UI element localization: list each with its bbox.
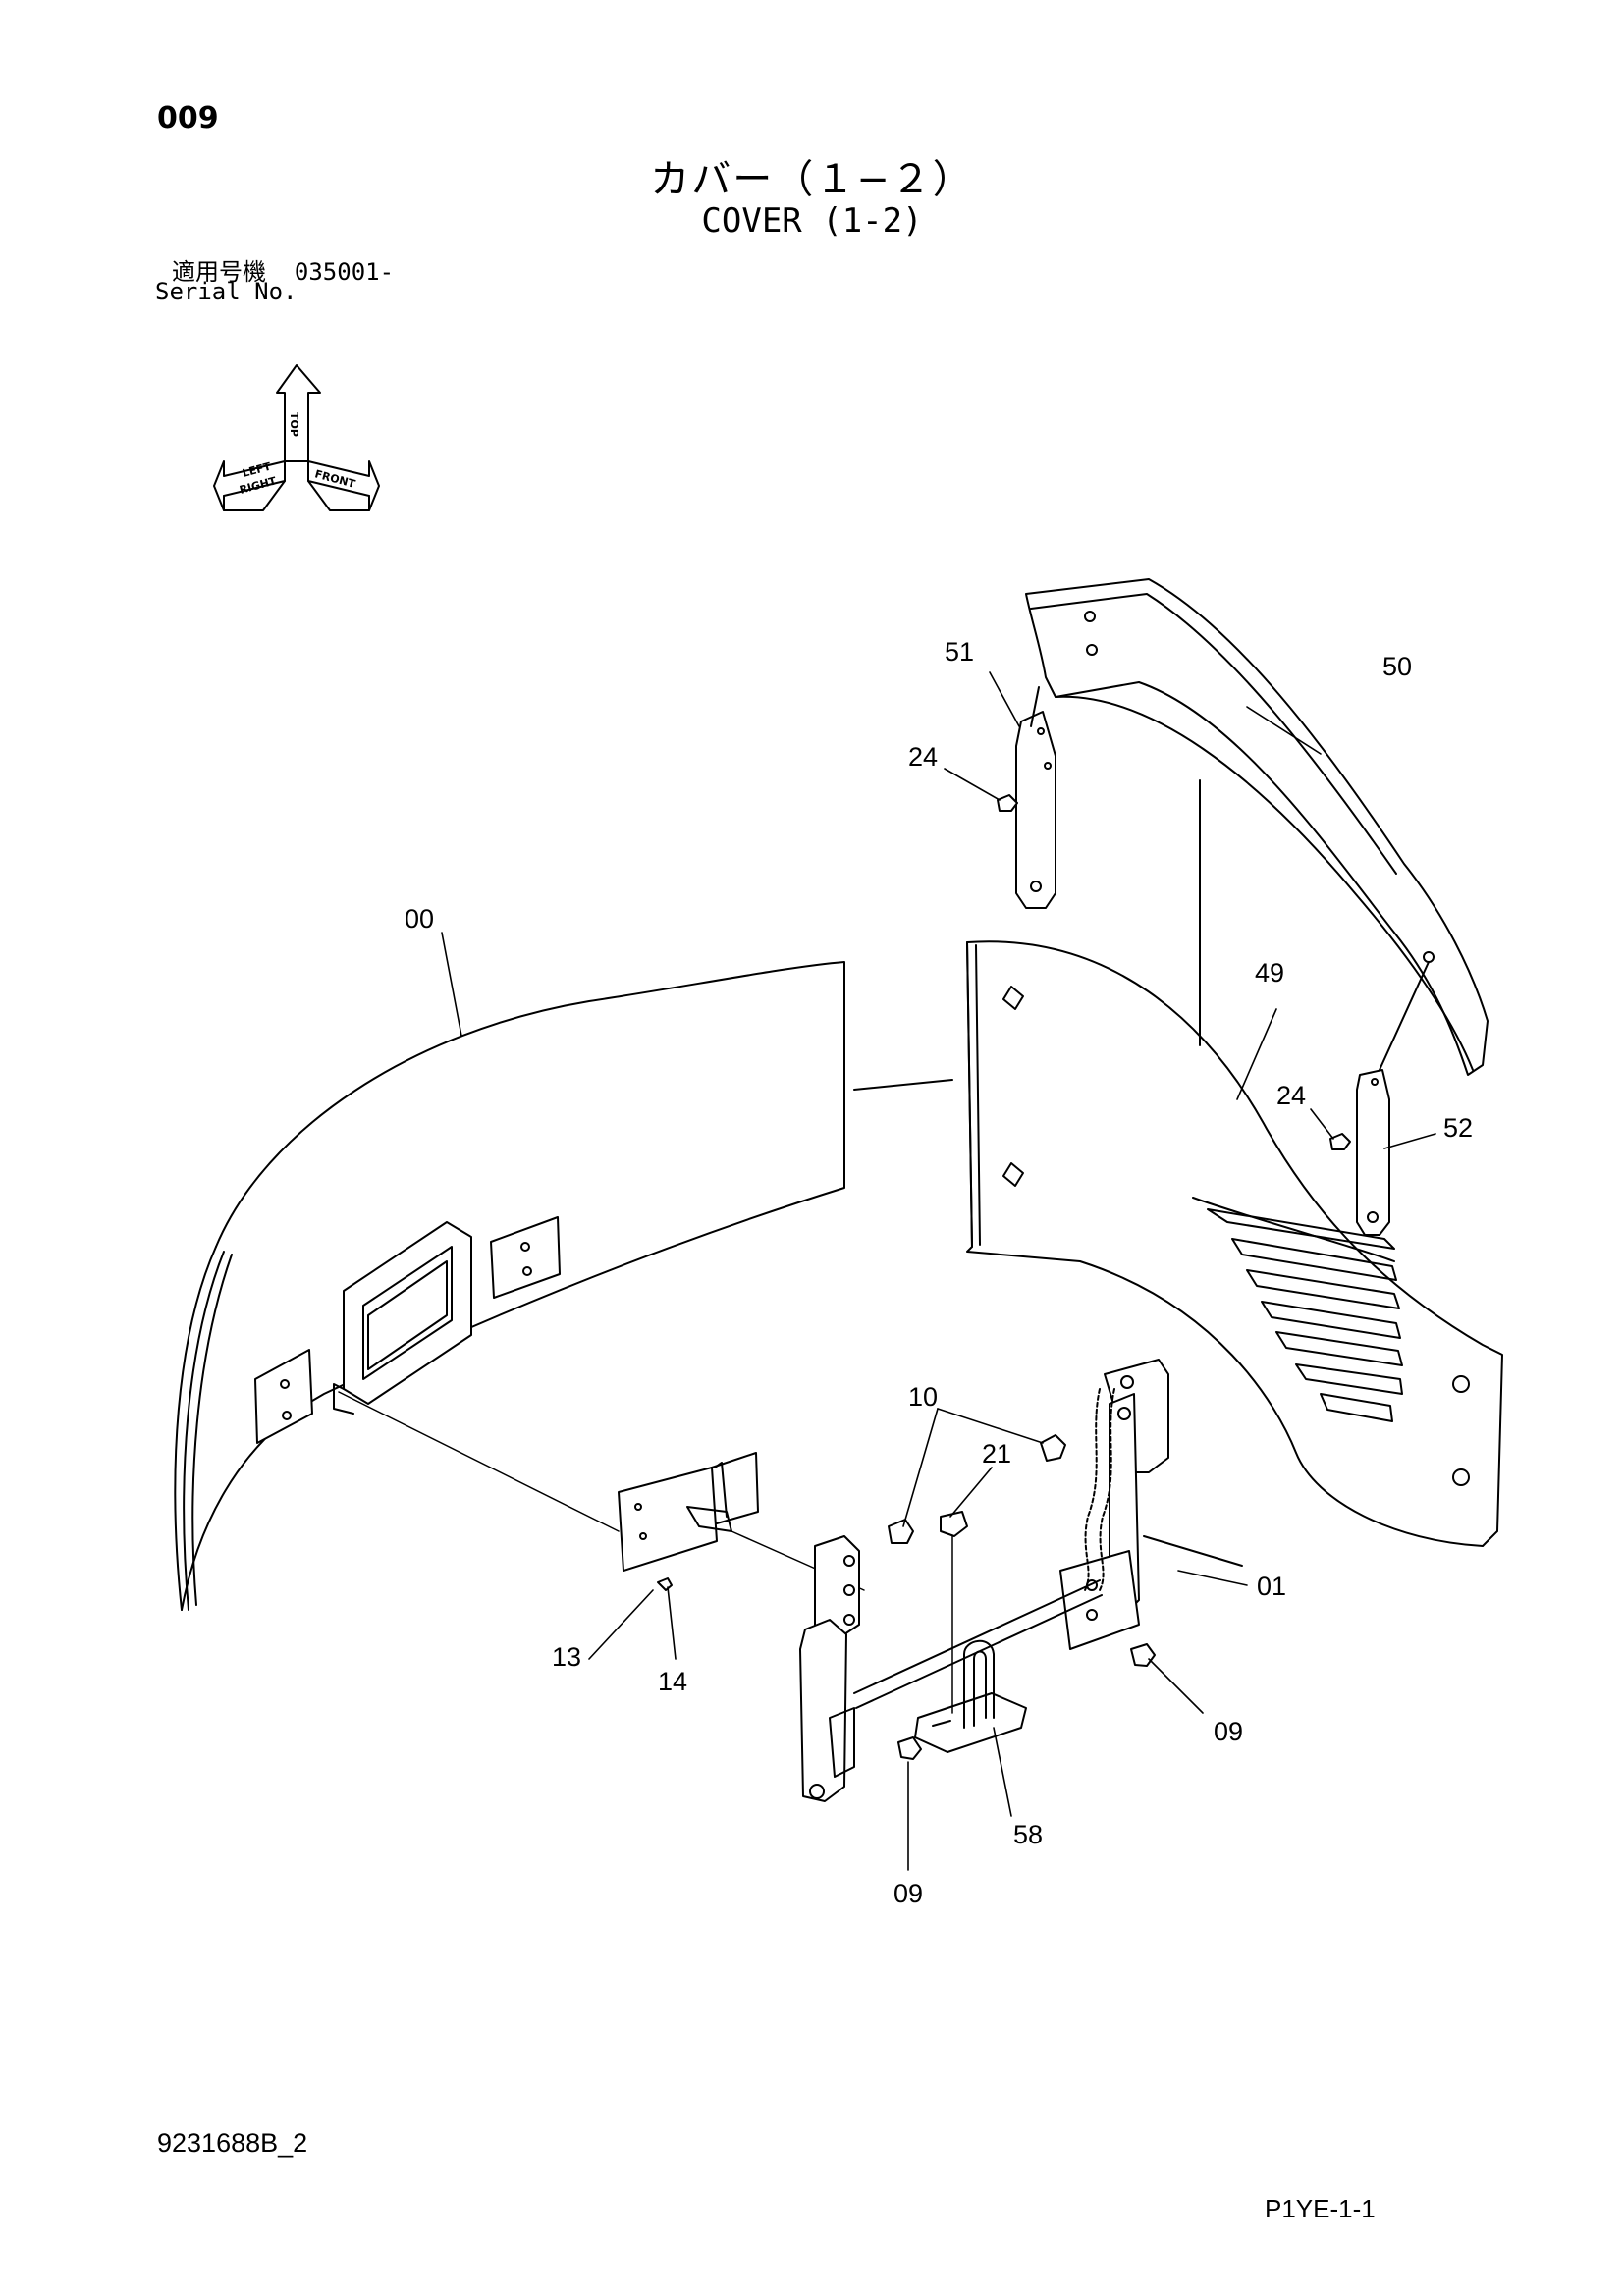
serial-label-japanese: 適用号機 bbox=[172, 258, 266, 286]
callout-13: 13 bbox=[552, 1642, 581, 1672]
compass-top-label: TOP bbox=[288, 412, 300, 437]
callout-51: 51 bbox=[945, 637, 974, 667]
callout-00: 00 bbox=[405, 904, 434, 934]
callout-09-right: 09 bbox=[1214, 1717, 1243, 1746]
sheet-code: P1YE-1-1 bbox=[1265, 2194, 1376, 2223]
part-24-bolt-lower bbox=[1329, 1133, 1351, 1150]
callout-52: 52 bbox=[1443, 1113, 1473, 1143]
serial-label-english: Serial No. bbox=[155, 278, 298, 305]
part-13-latch-plate bbox=[618, 1452, 759, 1572]
part-09-bolt-right bbox=[1130, 1643, 1156, 1667]
leader-line-00-13 bbox=[338, 1391, 620, 1532]
serial-line-japanese: 適用号機 035001- bbox=[172, 252, 394, 287]
leader-line-01 bbox=[1143, 1535, 1243, 1567]
part-52-bracket bbox=[1356, 1069, 1390, 1236]
callout-24-upper: 24 bbox=[908, 742, 938, 772]
part-09-bolt-lower bbox=[897, 1736, 922, 1760]
part-58-u-bracket bbox=[914, 1639, 1027, 1753]
serial-number-value: 035001- bbox=[294, 258, 395, 286]
part-51-bracket bbox=[1015, 711, 1056, 909]
callout-49: 49 bbox=[1255, 958, 1284, 988]
callout-01: 01 bbox=[1257, 1572, 1286, 1601]
callout-50: 50 bbox=[1382, 652, 1412, 681]
leader-line-00-49 bbox=[853, 1079, 953, 1091]
leader-line-52-50 bbox=[1379, 961, 1430, 1071]
part-24-bolt-upper bbox=[997, 794, 1018, 812]
part-00-cover-panel bbox=[174, 961, 845, 1611]
orientation-compass-icon: TOP LEFT RIGHT FRONT bbox=[213, 364, 380, 511]
title-english: COVER (1-2) bbox=[701, 201, 923, 240]
part-49-side-cover bbox=[966, 940, 1503, 1547]
part-50-upper-cover bbox=[1025, 578, 1489, 1076]
callout-24-lower: 24 bbox=[1276, 1081, 1306, 1110]
part-10-bolt-upper bbox=[1040, 1434, 1066, 1462]
callout-09-lower: 09 bbox=[893, 1879, 923, 1908]
callout-10: 10 bbox=[908, 1382, 938, 1412]
part-21-fastener bbox=[940, 1511, 968, 1537]
part-14-screw bbox=[657, 1577, 673, 1591]
leader-line-51-50 bbox=[1030, 686, 1040, 727]
callout-21: 21 bbox=[982, 1439, 1011, 1468]
document-code: 9231688B_2 bbox=[157, 2128, 308, 2158]
part-10-bolt-lower bbox=[888, 1519, 914, 1544]
title-japanese: カバー（１−２） bbox=[650, 157, 974, 202]
part-01-hinge-assembly bbox=[799, 1359, 1169, 1802]
page-number: 009 bbox=[157, 101, 219, 135]
callout-14: 14 bbox=[658, 1667, 687, 1696]
callout-58: 58 bbox=[1013, 1820, 1043, 1849]
callout-leaders bbox=[441, 671, 1436, 1871]
